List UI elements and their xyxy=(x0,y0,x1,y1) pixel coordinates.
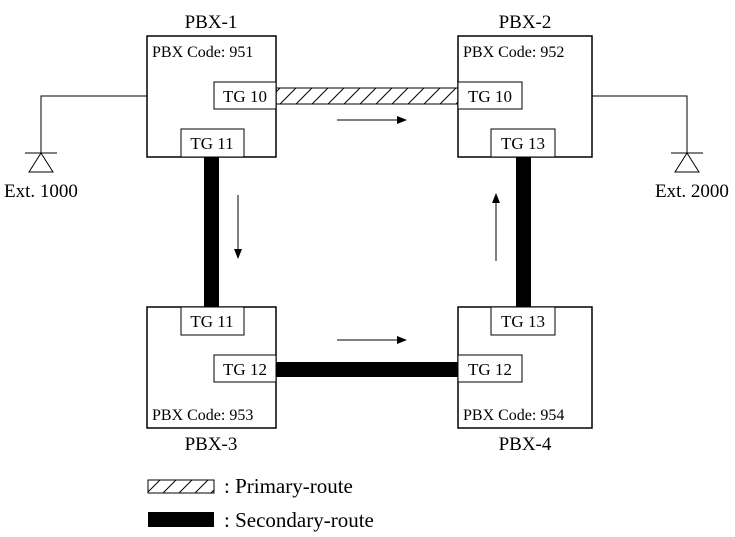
secondary-route-pbx3-pbx4 xyxy=(275,362,460,377)
pbx-4-code: PBX Code: 954 xyxy=(463,407,564,424)
pbx-1-name: PBX-1 xyxy=(185,12,238,33)
pbx-1-tg11: TG 11 xyxy=(180,128,245,158)
pbx-4-tg12: TG 12 xyxy=(457,354,523,383)
pbx-3-name: PBX-3 xyxy=(185,434,238,455)
pbx-2-tg10: TG 10 xyxy=(457,81,523,110)
legend-secondary-label: : Secondary-route xyxy=(224,508,374,532)
svg-text:TG 12: TG 12 xyxy=(468,360,512,379)
pbx-4-name: PBX-4 xyxy=(499,434,552,455)
ext-1000-label: Ext. 1000 xyxy=(4,181,78,202)
pbx-1-tg10: TG 10 xyxy=(213,81,277,110)
svg-text:TG 11: TG 11 xyxy=(190,134,233,153)
pbx-4-tg13: TG 13 xyxy=(490,306,556,336)
primary-route-pbx1-pbx2 xyxy=(274,87,461,105)
ext-2000-line xyxy=(592,95,688,153)
legend-primary-label: : Primary-route xyxy=(224,474,353,498)
svg-text:TG 11: TG 11 xyxy=(190,312,233,331)
secondary-route-pbx4-pbx2 xyxy=(516,156,531,308)
ext-2000-phone-icon xyxy=(671,152,703,173)
secondary-route-pbx1-pbx3 xyxy=(204,156,219,308)
ext-1000-line xyxy=(40,95,147,153)
svg-text:TG 12: TG 12 xyxy=(223,360,267,379)
pbx-2-code: PBX Code: 952 xyxy=(463,44,564,61)
svg-text:TG 13: TG 13 xyxy=(501,134,545,153)
legend-secondary-swatch xyxy=(148,512,214,527)
pbx-2-name: PBX-2 xyxy=(499,12,552,33)
pbx-3-code: PBX Code: 953 xyxy=(152,407,253,424)
svg-text:TG 13: TG 13 xyxy=(501,312,545,331)
svg-text:TG 10: TG 10 xyxy=(223,87,267,106)
pbx-3-tg11: TG 11 xyxy=(180,306,245,336)
ext-1000-phone-icon xyxy=(25,152,57,173)
ext-2000-label: Ext. 2000 xyxy=(655,181,729,202)
legend-primary-swatch xyxy=(147,479,215,494)
pbx-2-tg13: TG 13 xyxy=(490,128,556,158)
pbx-1-code: PBX Code: 951 xyxy=(152,44,253,61)
pbx-3-tg12: TG 12 xyxy=(213,354,277,383)
svg-text:TG 10: TG 10 xyxy=(468,87,512,106)
